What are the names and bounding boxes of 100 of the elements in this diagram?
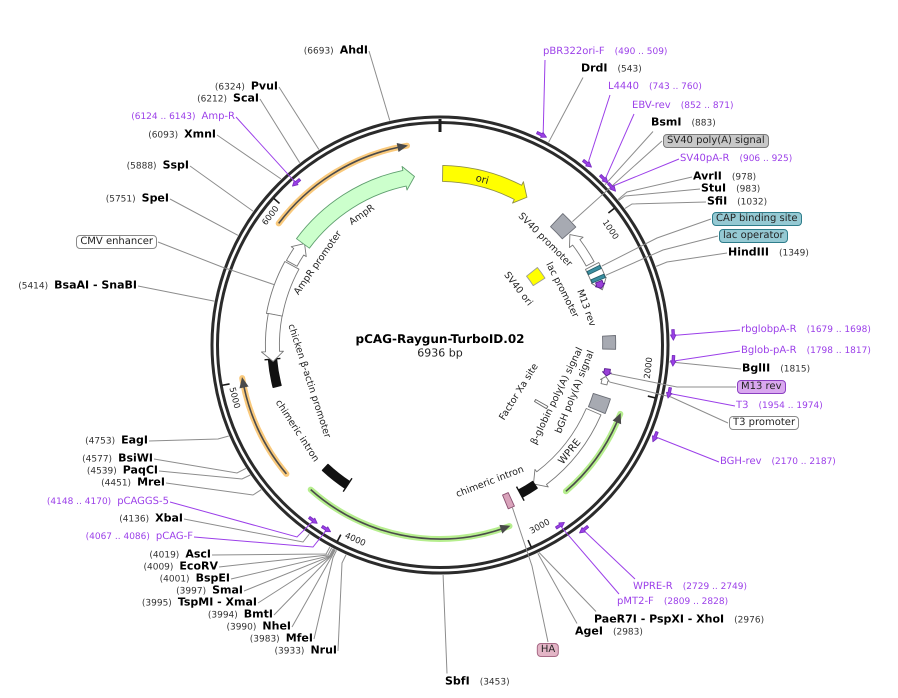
- enzyme-name: NruI: [310, 644, 337, 656]
- enzyme-name: MfeI: [286, 632, 313, 644]
- leader-line: [512, 507, 548, 642]
- primer-mark: [578, 524, 590, 534]
- leader-line: [584, 530, 636, 580]
- enzyme-name: HindIII: [728, 246, 769, 258]
- feature-tag: SV40 poly(A) signal: [663, 134, 769, 148]
- primer-name: rbglobpA-R: [741, 323, 797, 336]
- primer-mark: [320, 524, 332, 534]
- site-position: (978): [732, 172, 756, 184]
- enzyme-name: DrdI: [581, 62, 608, 74]
- feature-tag: CAP binding site: [712, 212, 802, 226]
- intron-bar: [321, 463, 354, 494]
- leader-line: [656, 252, 728, 267]
- leader-line: [184, 518, 310, 543]
- site-position: (6324): [214, 82, 245, 93]
- feature-block: [532, 398, 550, 410]
- feature-tag: M13 rev: [737, 380, 786, 394]
- feature-block: [586, 264, 602, 276]
- site-position: (4136): [119, 514, 150, 526]
- leader-line: [614, 158, 680, 186]
- feature-tag: lac operator: [719, 229, 788, 243]
- primer-name: L4440: [608, 80, 640, 93]
- enzyme-name: SspI: [162, 158, 189, 172]
- leader-line: [668, 361, 742, 370]
- tick-label: 4000: [342, 531, 367, 550]
- site-position: (4009): [143, 562, 174, 574]
- leader-line: [212, 546, 330, 556]
- feature-block: [500, 490, 516, 510]
- leader-line: [258, 548, 335, 604]
- primer-name: pCAGGS-5: [117, 495, 169, 508]
- enzyme-name: TspMI - XmaI: [178, 596, 257, 608]
- enzyme-name: PvuI: [250, 80, 278, 92]
- site-position: (6212): [197, 94, 228, 106]
- leader-line: [624, 202, 706, 209]
- site-position: (6093): [148, 130, 178, 142]
- leader-line: [606, 114, 634, 178]
- leader-line: [236, 116, 295, 182]
- leader-line: [170, 502, 312, 538]
- leader-line: [618, 176, 692, 200]
- primer-range: (4148 .. 4170): [46, 496, 112, 509]
- site-position: (3453): [480, 676, 510, 690]
- site-position: (1349): [778, 248, 809, 260]
- leader-line: [538, 552, 596, 612]
- enzyme-name: BspEI: [196, 572, 230, 584]
- primer-name: BGH-rev: [720, 455, 762, 468]
- intron-bar: [515, 480, 539, 502]
- site-position: (5414): [18, 280, 48, 294]
- leader-line: [605, 236, 718, 276]
- site-position: (4019): [149, 550, 180, 562]
- leader-line: [670, 393, 736, 406]
- feature-tag: HA: [536, 643, 560, 657]
- primer-mark: [669, 328, 678, 342]
- site-position: (2976): [734, 614, 764, 628]
- primer-range: (743 .. 760): [649, 81, 702, 94]
- leader-line: [442, 574, 448, 674]
- leader-line: [610, 373, 736, 388]
- primer-range: (1954 .. 1974): [758, 400, 823, 413]
- leader-line: [278, 86, 320, 150]
- leader-line: [158, 470, 251, 480]
- primer-mark: [554, 521, 566, 531]
- leader-line: [260, 98, 300, 164]
- primer-mark: [290, 177, 302, 188]
- leader-line: [194, 531, 326, 548]
- leader-line: [572, 140, 662, 222]
- enzyme-name: MreI: [137, 476, 165, 488]
- site-position: (3994): [208, 610, 238, 622]
- leader-line: [537, 552, 578, 624]
- leader-line: [609, 382, 728, 424]
- plasmid-name: pCAG-Raygun-TurboID.02: [355, 332, 525, 346]
- primer-mark: [580, 158, 593, 168]
- feature-band: [599, 375, 612, 387]
- primer-mark: [668, 354, 678, 368]
- primer-name: pMT2-F: [617, 595, 654, 608]
- enzyme-name: AhdI: [340, 44, 368, 56]
- enzyme-name: AgeI: [575, 624, 603, 638]
- enzyme-name: StuI: [701, 182, 726, 194]
- enzyme-name: BsmI: [651, 116, 682, 128]
- primer-mark: [306, 515, 319, 525]
- leader-line: [158, 242, 275, 286]
- leader-line: [368, 50, 390, 122]
- primer-range: (906 .. 925): [739, 153, 792, 166]
- leader-line: [675, 330, 740, 336]
- feature-tag: T3 promoter: [729, 416, 800, 430]
- enzyme-name: EagI: [121, 434, 148, 446]
- enzyme-name: SfiI: [707, 194, 728, 208]
- enzyme-name: BmtI: [244, 608, 273, 620]
- leader-line: [138, 286, 215, 302]
- site-position: (5888): [126, 160, 157, 174]
- leader-line: [618, 188, 700, 201]
- feature-band: [600, 367, 613, 378]
- enzyme-name: SbfI: [445, 674, 470, 688]
- leader-line: [314, 550, 337, 640]
- leader-line: [154, 458, 246, 474]
- leader-line: [656, 437, 720, 462]
- leader-line: [601, 218, 712, 267]
- enzyme-name: PaeR7I - PspXI - XhoI: [594, 612, 724, 626]
- feature-block: [587, 392, 612, 415]
- feature-block: [590, 274, 606, 284]
- enzyme-name: NheI: [262, 620, 291, 632]
